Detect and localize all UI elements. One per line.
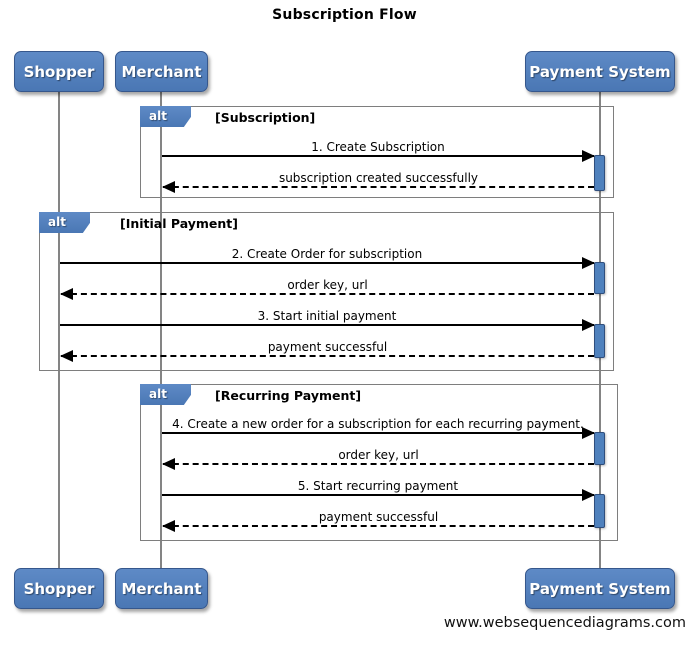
actor-label: Payment System xyxy=(529,579,671,598)
actor-label: Merchant xyxy=(121,579,202,598)
arrowhead-right-icon xyxy=(582,150,595,162)
actor-box-payment-system-top: Payment System xyxy=(525,51,675,92)
frame-condition: [Subscription] xyxy=(215,110,316,125)
diagram-title: Subscription Flow xyxy=(272,7,417,23)
message-label: 4. Create a new order for a subscription… xyxy=(172,417,584,431)
alt-operator-label: alt xyxy=(48,215,66,229)
activation-bar xyxy=(594,155,605,191)
arrowhead-left-icon xyxy=(60,288,73,300)
arrow-line xyxy=(162,494,594,496)
activation-bar xyxy=(594,324,605,358)
message-label: 1. Create Subscription xyxy=(311,140,445,154)
frame-condition: [Recurring Payment] xyxy=(215,388,362,403)
arrow-line xyxy=(61,355,594,357)
arrowhead-right-icon xyxy=(582,319,595,331)
arrow-line xyxy=(163,525,594,527)
arrowhead-left-icon xyxy=(162,520,175,532)
frame-condition: [Initial Payment] xyxy=(120,216,238,231)
footer-watermark: www.websequencediagrams.com xyxy=(443,615,686,631)
message-arrow: 2. Create Order for subscription xyxy=(60,247,595,271)
arrowhead-left-icon xyxy=(60,350,73,362)
lifeline-merchant xyxy=(160,92,162,568)
activation-bar xyxy=(594,432,605,465)
actor-box-shopper-bottom: Shopper xyxy=(14,568,104,609)
frame-subscription: alt [Subscription] xyxy=(140,106,614,198)
arrow-line xyxy=(162,155,594,157)
alt-operator-tab: alt xyxy=(39,212,90,233)
actor-label: Shopper xyxy=(23,579,95,598)
frame-initial-payment: alt [Initial Payment] xyxy=(39,212,614,371)
arrowhead-right-icon xyxy=(582,257,595,269)
lifeline-shopper xyxy=(58,92,60,568)
alt-operator-label: alt xyxy=(149,387,167,401)
activation-bar xyxy=(594,494,605,528)
actor-box-merchant-bottom: Merchant xyxy=(115,568,208,609)
actor-box-payment-system-bottom: Payment System xyxy=(525,568,675,609)
arrowhead-right-icon xyxy=(582,427,595,439)
arrow-line xyxy=(163,463,594,465)
arrowhead-right-icon xyxy=(582,489,595,501)
message-label: payment successful xyxy=(267,340,388,354)
alt-operator-tab: alt xyxy=(140,106,191,127)
arrowhead-left-icon xyxy=(162,181,175,193)
message-label: order key, url xyxy=(287,278,368,292)
message-arrow: 1. Create Subscription xyxy=(162,140,595,164)
actor-box-shopper-top: Shopper xyxy=(14,51,104,92)
arrow-line xyxy=(60,324,594,326)
actor-box-merchant-top: Merchant xyxy=(115,51,208,92)
message-arrow: 4. Create a new order for a subscription… xyxy=(162,417,595,441)
arrowhead-left-icon xyxy=(162,458,175,470)
arrow-line xyxy=(60,262,594,264)
arrow-line xyxy=(163,186,594,188)
actor-label: Payment System xyxy=(529,62,671,81)
message-arrow: order key, url xyxy=(60,278,594,302)
message-label: 2. Create Order for subscription xyxy=(231,247,423,261)
frame-recurring-payment: alt [Recurring Payment] xyxy=(140,384,618,541)
message-label: 5. Start recurring payment xyxy=(297,479,459,493)
message-label: order key, url xyxy=(338,448,419,462)
message-label: 3. Start initial payment xyxy=(257,309,397,323)
activation-bar xyxy=(594,262,605,294)
alt-operator-tab: alt xyxy=(140,384,191,405)
message-arrow: payment successful xyxy=(162,510,594,534)
message-label: payment successful xyxy=(318,510,439,524)
message-label: subscription created successfully xyxy=(278,171,479,185)
message-arrow: order key, url xyxy=(162,448,594,472)
message-arrow: payment successful xyxy=(60,340,594,364)
actor-label: Merchant xyxy=(121,62,202,81)
arrow-line xyxy=(61,293,594,295)
alt-operator-label: alt xyxy=(149,109,167,123)
arrow-line xyxy=(162,432,594,434)
message-arrow: subscription created successfully xyxy=(162,171,594,195)
message-arrow: 3. Start initial payment xyxy=(60,309,595,333)
message-arrow: 5. Start recurring payment xyxy=(162,479,595,503)
actor-label: Shopper xyxy=(23,62,95,81)
